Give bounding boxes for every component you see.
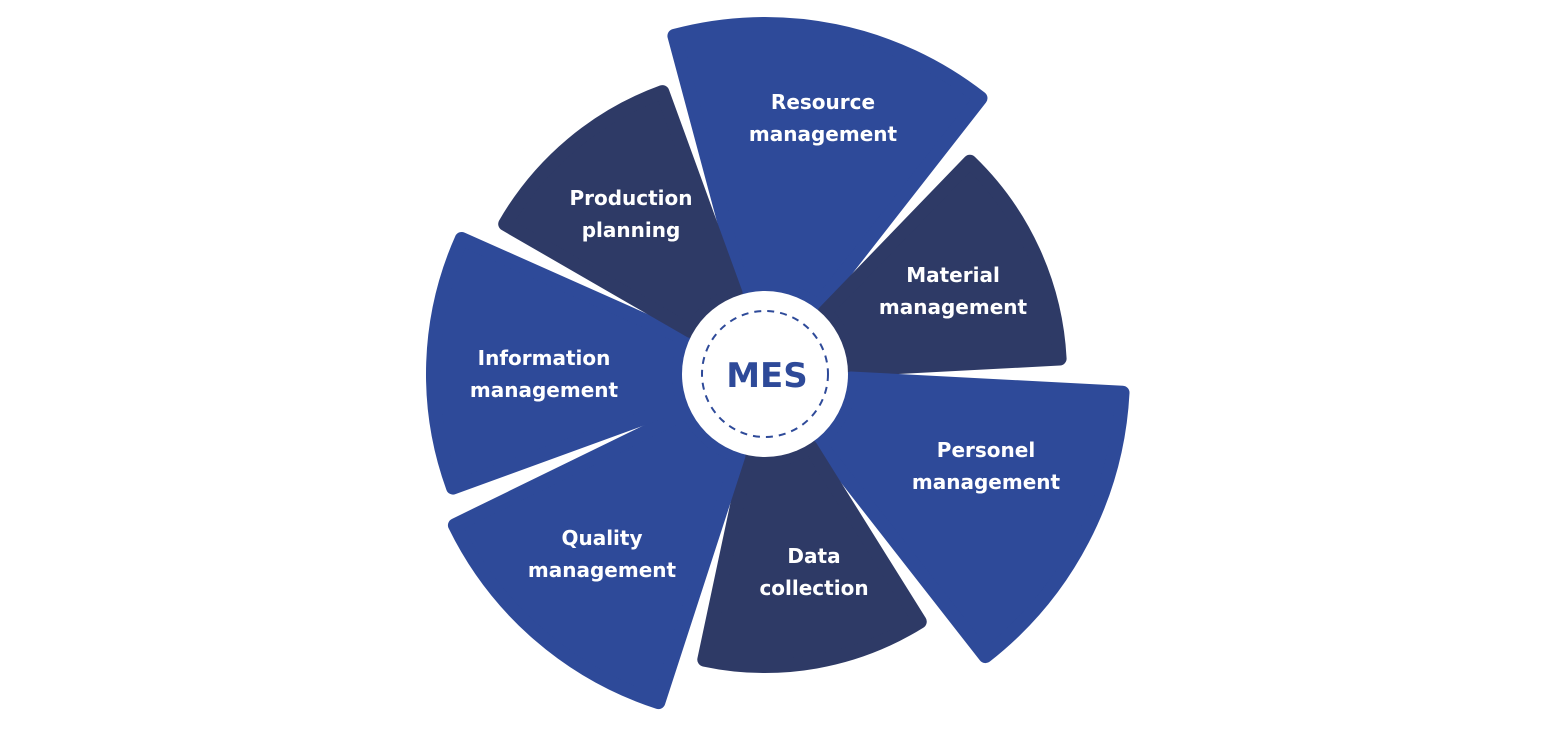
center-dashed-ring xyxy=(701,310,829,438)
segment-label-line: management xyxy=(749,122,898,146)
segment-label-line: management xyxy=(879,295,1028,319)
segment-shape-material-management xyxy=(817,154,1067,377)
segment-label-line: Resource xyxy=(771,90,875,114)
segment-label-quality-management: Quality management xyxy=(528,526,677,582)
segment-label-line: management xyxy=(912,470,1061,494)
segment-shape-production-planning xyxy=(498,85,743,338)
segment-resource-management: Resource management xyxy=(667,17,988,314)
center-hub: MES xyxy=(682,291,848,457)
segment-label-line: Data xyxy=(787,544,840,568)
segment-shape-data-collection xyxy=(697,439,927,673)
segment-label-line: Personel xyxy=(937,438,1035,462)
segment-label-line: Quality xyxy=(561,526,642,550)
segment-shape-information-management xyxy=(426,231,694,495)
segment-label-personel-management: Personel management xyxy=(912,438,1061,494)
center-hub-circle xyxy=(682,291,848,457)
segment-label-material-management: Material management xyxy=(879,263,1028,319)
segment-material-management: Material management xyxy=(817,154,1067,377)
segment-label-line: Material xyxy=(906,263,1000,287)
segment-personel-management: Personel management xyxy=(810,371,1130,664)
segment-data-collection: Data collection xyxy=(697,439,927,673)
segment-information-management: Information management xyxy=(426,231,694,495)
segment-label-line: management xyxy=(528,558,677,582)
center-label: MES xyxy=(726,356,808,396)
segment-quality-management: Quality management xyxy=(447,404,746,710)
segment-label-line: Information xyxy=(478,346,611,370)
segment-label-information-management: Information management xyxy=(470,346,619,402)
segment-shape-quality-management xyxy=(447,404,746,710)
segment-label-line: management xyxy=(470,378,619,402)
segment-label-line: Production xyxy=(569,186,692,210)
segment-shape-resource-management xyxy=(667,17,988,314)
segment-label-production-planning: Production planning xyxy=(569,186,692,242)
segment-label-resource-management: Resource management xyxy=(749,90,898,146)
segment-shape-personel-management xyxy=(810,371,1130,664)
segment-label-line: collection xyxy=(759,576,868,600)
segment-production-planning: Production planning xyxy=(498,85,743,338)
segment-label-line: planning xyxy=(582,218,681,242)
segment-label-data-collection: Data collection xyxy=(759,544,868,600)
